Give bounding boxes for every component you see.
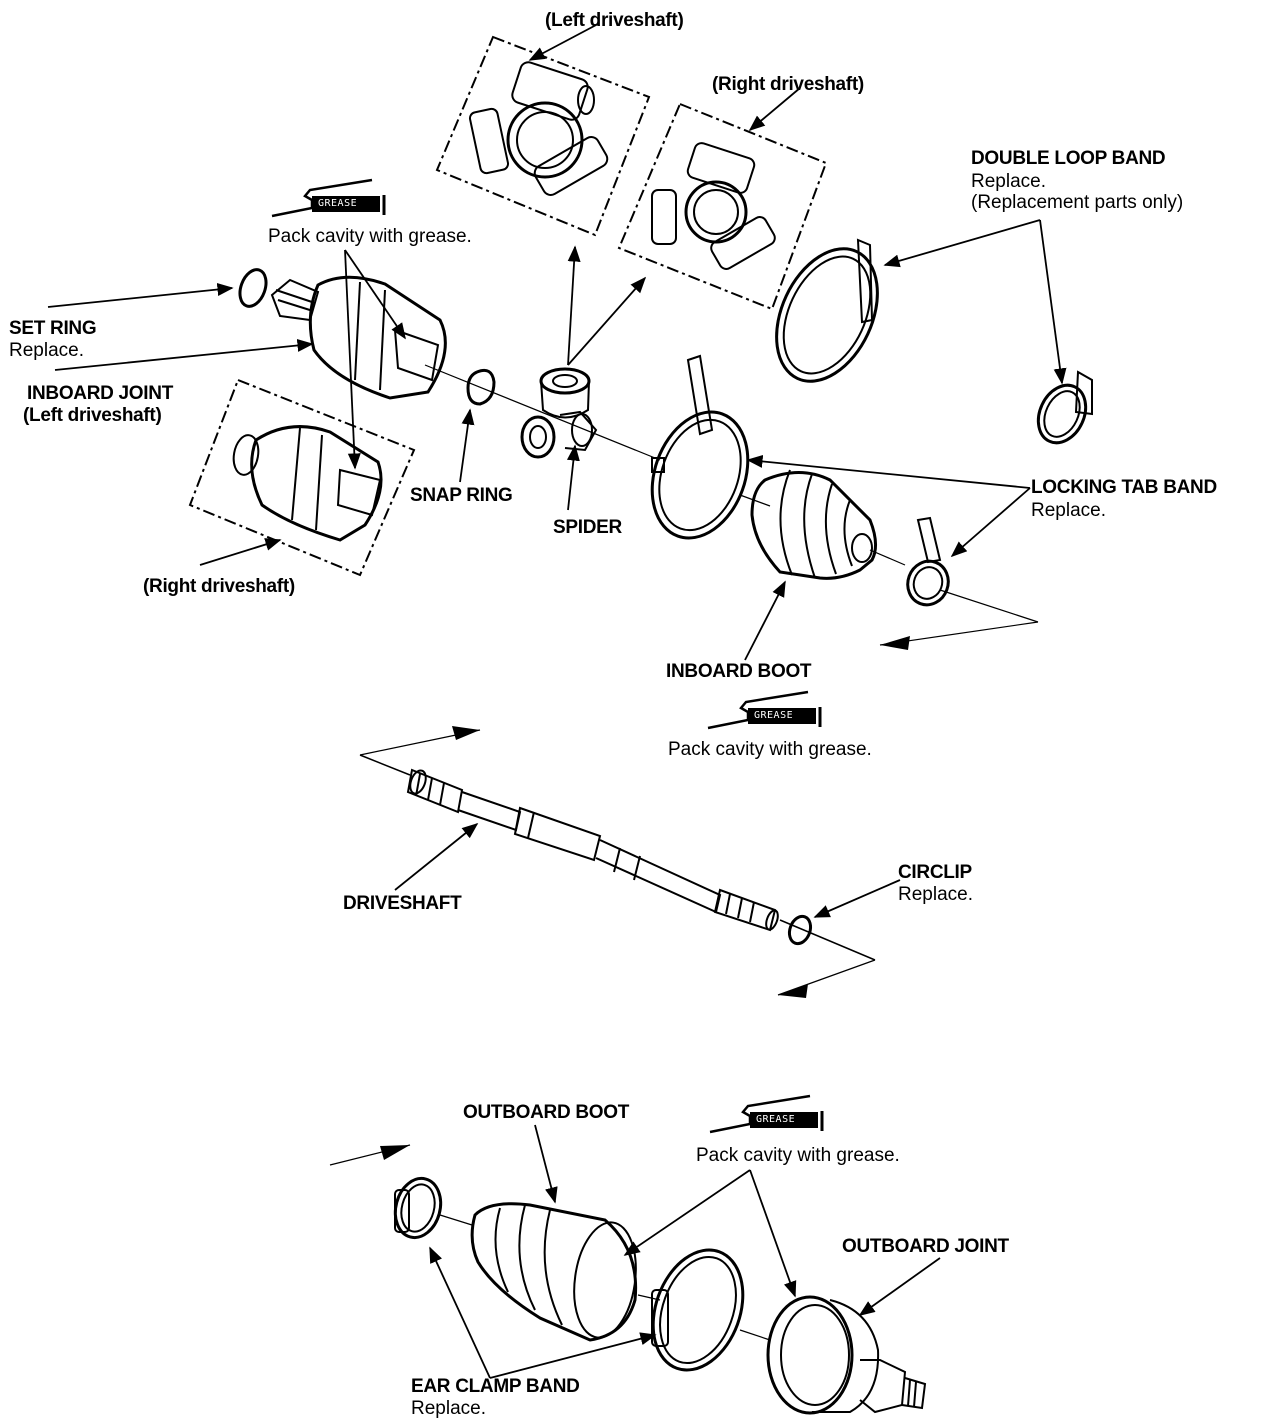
label-outboard-joint: OUTBOARD JOINT: [842, 1236, 1009, 1257]
label-double-loop-band-note: Replace.: [971, 171, 1046, 192]
inboard-boot: [750, 469, 877, 580]
label-set-ring: SET RING: [9, 318, 97, 339]
label-grease-pack-1: Pack cavity with grease.: [268, 226, 472, 247]
label-circlip-note: Replace.: [898, 884, 973, 905]
label-inboard-boot: INBOARD BOOT: [666, 661, 812, 682]
label-circlip: CIRCLIP: [898, 862, 972, 883]
inboard-joint-left: [270, 275, 447, 400]
driveshaft-shaft: [359, 754, 876, 961]
leader-arrows: [47, 23, 1067, 1379]
label-right-driveshaft-bottom: (Right driveshaft): [143, 576, 295, 597]
circlip: [787, 914, 813, 946]
label-grease-pack-3: Pack cavity with grease.: [696, 1145, 900, 1166]
label-grease-pack-2: Pack cavity with grease.: [668, 739, 872, 760]
label-snap-ring: SNAP RING: [410, 485, 513, 506]
locking-tab-band-small: [906, 516, 950, 607]
label-inboard-joint: INBOARD JOINT: [27, 383, 173, 404]
left-driveshaft-spider-inset: [435, 35, 651, 237]
snap-ring: [466, 368, 496, 406]
right-driveshaft-spider-inset: [617, 102, 828, 311]
spider: [520, 367, 598, 459]
label-locking-tab-band-note: Replace.: [1031, 500, 1106, 521]
label-driveshaft: DRIVESHAFT: [343, 893, 462, 914]
label-spider: SPIDER: [553, 517, 622, 538]
locking-tab-band-large: [650, 354, 750, 540]
label-left-driveshaft-top: (Left driveshaft): [545, 10, 684, 31]
label-outboard-boot: OUTBOARD BOOT: [463, 1102, 630, 1123]
double-loop-band-large: [775, 238, 879, 383]
label-set-ring-note: Replace.: [9, 340, 84, 361]
label-inboard-joint-note: (Left driveshaft): [23, 405, 162, 426]
grease-badge: GREASE: [314, 197, 362, 211]
grease-badge: GREASE: [750, 709, 798, 723]
label-ear-clamp-band-note: Replace.: [411, 1398, 486, 1419]
ear-clamp-band-large: [651, 1248, 745, 1372]
axis-break-arrows: [380, 636, 910, 1160]
axis-lines: [329, 364, 1039, 1341]
label-double-loop-band: DOUBLE LOOP BAND: [971, 148, 1166, 169]
outboard-boot: [470, 1202, 638, 1342]
label-ear-clamp-band: EAR CLAMP BAND: [411, 1376, 580, 1397]
outboard-joint: [766, 1295, 927, 1415]
label-right-driveshaft-top: (Right driveshaft): [712, 74, 864, 95]
set-ring: [238, 268, 268, 308]
ear-clamp-band-small: [393, 1176, 443, 1240]
label-double-loop-band-note2: (Replacement parts only): [971, 192, 1184, 213]
grease-badge: GREASE: [752, 1113, 800, 1127]
inboard-joint-right-inset: [188, 378, 416, 577]
label-locking-tab-band: LOCKING TAB BAND: [1031, 477, 1217, 498]
double-loop-band-small: [1036, 370, 1093, 445]
